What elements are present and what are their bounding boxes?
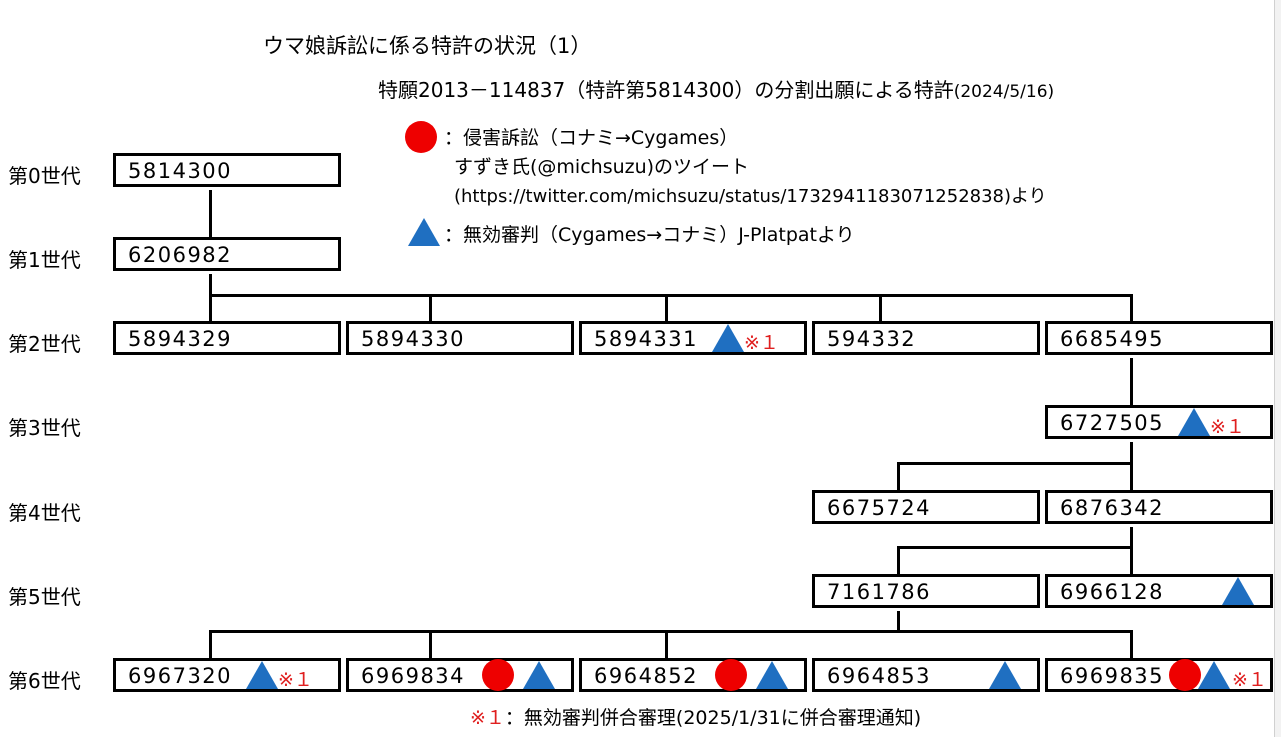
triangle-icon (1178, 408, 1210, 436)
patent-box-g3: 6727505 ※１ (1045, 405, 1273, 439)
triangle-icon (989, 661, 1021, 689)
triangle-icon (246, 661, 278, 689)
merge-mark: ※１ (1232, 669, 1267, 691)
patent-box-g2c: 5894331 ※１ (579, 321, 807, 355)
patent-box-g5a: 7161786 (812, 574, 1040, 608)
patent-number: 6206982 (128, 243, 233, 267)
connector-g2e (1130, 294, 1133, 322)
generation-label-2: 第2世代 (8, 332, 81, 356)
triangle-icon (1222, 577, 1254, 605)
footnote: ※１：無効審判併合審理(2025/1/31に併合審理通知) (470, 703, 921, 730)
legend-circle-label: ：侵害訴訟（コナミ→Cygames） (444, 127, 739, 149)
patent-number: 7161786 (827, 580, 932, 604)
patent-box-g2b: 5894330 (346, 321, 574, 355)
patent-number: 6966128 (1060, 580, 1165, 604)
patent-number: 6964852 (594, 664, 699, 688)
patent-box-g4a: 6675724 (812, 490, 1040, 524)
triangle-icon (523, 661, 555, 689)
subtitle-text: 特願2013－114837（特許第5814300）の分割出願による特許 (378, 78, 954, 102)
patent-number: 5894331 (594, 327, 699, 351)
legend-circle-source-1: すずき氏(@michsuzu)のツイート (454, 156, 750, 178)
patent-number: 5894329 (128, 327, 233, 351)
patent-number: 6685495 (1060, 327, 1165, 351)
patent-box-g6d: 6964853 (812, 658, 1040, 692)
patent-box-g0: 5814300 (113, 153, 341, 187)
triangle-icon (1198, 661, 1230, 689)
connector-g6a (209, 630, 212, 658)
connector-g6c (665, 630, 668, 658)
connector-g4-bus (897, 462, 1133, 465)
patent-number: 6727505 (1060, 411, 1165, 435)
connector-g4b-down (1130, 527, 1133, 575)
triangle-icon (712, 324, 744, 352)
connector-g6b (429, 630, 432, 658)
patent-box-g1: 6206982 (113, 237, 341, 271)
patent-number: 5814300 (128, 159, 233, 183)
patent-number: 6967320 (128, 664, 233, 688)
connector-g1-down (209, 274, 212, 322)
legend-circle-source-2: (https://twitter.com/michsuzu/status/173… (454, 186, 1047, 207)
generation-label-4: 第4世代 (8, 501, 81, 525)
patent-number: 6969835 (1060, 664, 1165, 688)
connector-g6-bus (209, 630, 1133, 633)
generation-label-0: 第0世代 (8, 164, 81, 188)
patent-box-g2a: 5894329 (113, 321, 341, 355)
connector-g3-down (1130, 442, 1133, 490)
patent-number: 6964853 (827, 664, 932, 688)
merge-mark: ※１ (1210, 416, 1245, 438)
connector-g2c (665, 294, 668, 322)
connector-g4a (897, 462, 900, 490)
patent-box-g2e: 6685495 (1045, 321, 1273, 355)
subtitle-date: (2024/5/16) (953, 82, 1055, 102)
connector-g6e (1130, 630, 1133, 658)
connector-g2-bus (209, 294, 1133, 297)
footnote-mark: ※１ (470, 707, 505, 729)
patent-box-g4b: 6876342 (1045, 490, 1273, 524)
patent-box-g5b: 6966128 (1045, 574, 1273, 608)
patent-number: 6675724 (827, 496, 932, 520)
circle-icon (1169, 659, 1201, 691)
circle-icon (482, 659, 514, 691)
patent-number: 594332 (827, 327, 917, 351)
page-title: ウマ娘訴訟に係る特許の状況（1） (263, 34, 592, 58)
generation-label-1: 第1世代 (8, 248, 81, 272)
legend-triangle-icon (408, 218, 440, 246)
page-subtitle: 特願2013－114837（特許第5814300）の分割出願による特許(2024… (378, 74, 1054, 103)
merge-mark: ※１ (278, 669, 313, 691)
connector-g5-bus (897, 546, 1133, 549)
merge-mark: ※１ (744, 332, 779, 354)
patent-box-g6e: 6969835 ※１ (1045, 658, 1273, 692)
circle-icon (715, 659, 747, 691)
legend-triangle-label: ：無効審判（Cygames→コナミ）J-Platpatより (444, 224, 855, 246)
connector-g2b (429, 294, 432, 322)
patent-number: 5894330 (361, 327, 466, 351)
patent-box-g6c: 6964852 (579, 658, 807, 692)
connector-g2e-g3 (1130, 358, 1133, 406)
patent-box-g6a: 6967320 ※１ (113, 658, 341, 692)
triangle-icon (756, 661, 788, 689)
connector-g2d (879, 294, 882, 322)
patent-box-g2d: 594332 (812, 321, 1040, 355)
patent-box-g6b: 6969834 (346, 658, 574, 692)
legend-circle-icon (405, 121, 437, 153)
connector-g0-g1 (209, 190, 212, 238)
connector-g5a (897, 546, 900, 574)
footnote-text: ：無効審判併合審理(2025/1/31に併合審理通知) (504, 707, 922, 729)
connector-g5a-down (897, 611, 900, 631)
patent-number: 6876342 (1060, 496, 1165, 520)
scrollbar-edge[interactable] (1274, 0, 1281, 737)
generation-label-6: 第6世代 (8, 669, 81, 693)
patent-number: 6969834 (361, 664, 466, 688)
generation-label-3: 第3世代 (8, 416, 81, 440)
generation-label-5: 第5世代 (8, 585, 81, 609)
